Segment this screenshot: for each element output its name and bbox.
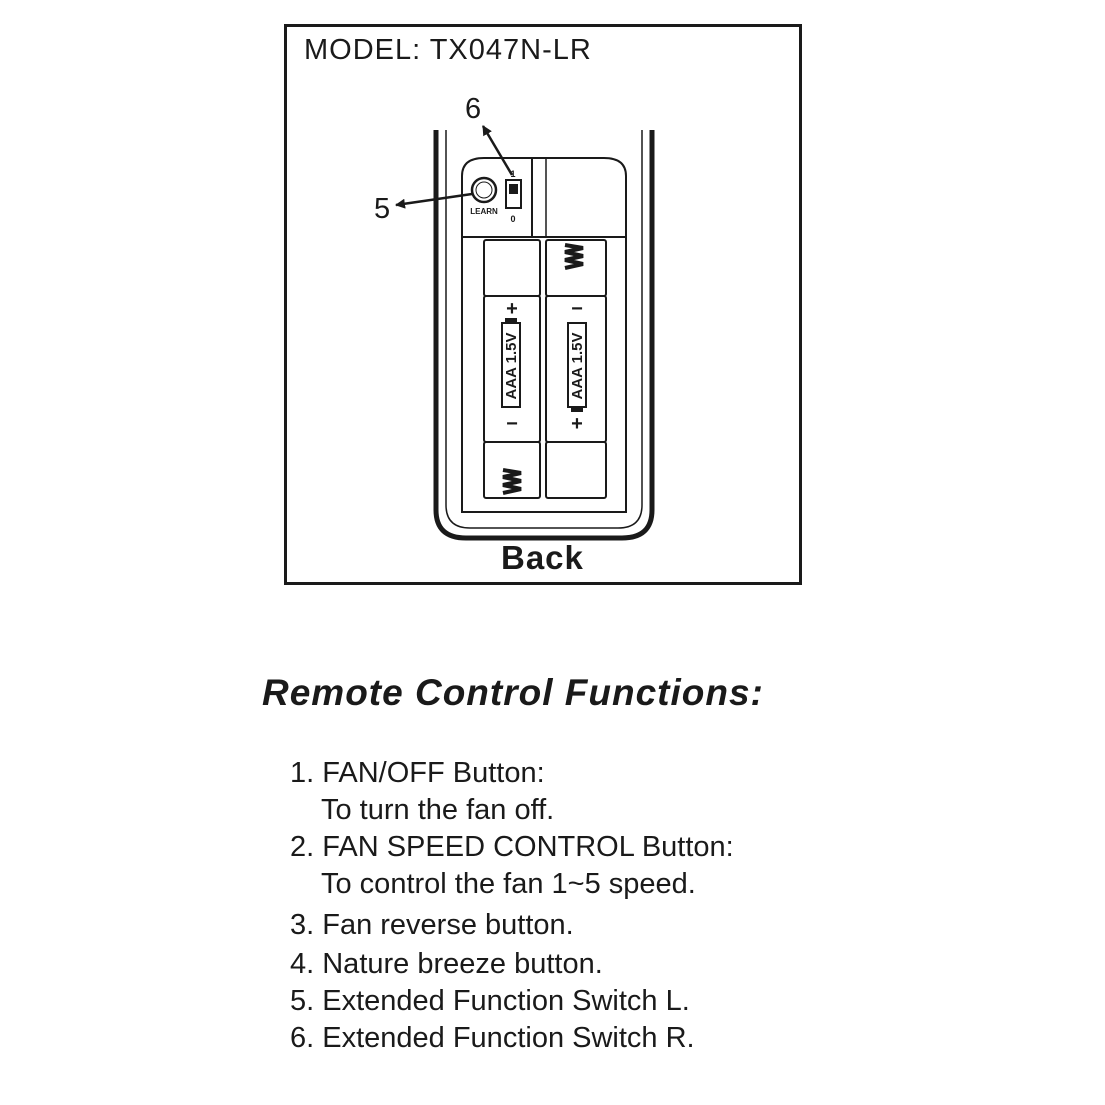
battery-right-minus: −	[571, 298, 583, 320]
list-item: 2. FAN SPEED CONTROL Button: To control …	[290, 829, 734, 903]
list-item: 6. Extended Function Switch R.	[290, 1020, 734, 1057]
battery-left-label: AAA 1.5V	[503, 333, 520, 400]
function-item-1: 1. FAN/OFF Button:	[290, 757, 545, 789]
spring-icon	[564, 243, 584, 270]
switch-label-off: 0	[510, 214, 515, 224]
remote-body-inner	[445, 130, 643, 529]
battery-left: AAA 1.5V + −	[501, 298, 521, 435]
function-item-1-desc: To turn the fan off.	[321, 794, 555, 826]
view-label: Back	[501, 539, 584, 576]
function-item-6: 6. Extended Function Switch R.	[290, 1022, 695, 1054]
list-item: 4. Nature breeze button.	[290, 946, 734, 983]
list-item: 5. Extended Function Switch L.	[290, 983, 734, 1020]
diagram-frame	[284, 24, 802, 585]
list-item: 1. FAN/OFF Button: To turn the fan off.	[290, 755, 734, 829]
spring-icon	[502, 468, 522, 495]
function-item-5: 5. Extended Function Switch L.	[290, 985, 690, 1017]
battery-left-minus: −	[506, 413, 518, 435]
battery-left-plus: +	[506, 298, 518, 320]
functions-title: Remote Control Functions:	[262, 672, 764, 713]
callout-5: 5	[374, 193, 390, 225]
battery-slot-left	[483, 239, 541, 499]
remote-body-outer	[433, 130, 655, 541]
function-item-2-desc: To control the fan 1~5 speed.	[321, 868, 696, 900]
switch-label-on: 1	[510, 169, 515, 179]
battery-right-plus: +	[571, 413, 583, 435]
function-item-3: 3. Fan reverse button.	[290, 909, 574, 941]
remote-back-illustration: LEARN 1 0 AAA 1.5V + − AAA 1.5V − + 6 5	[374, 93, 655, 541]
callout-arrow-5	[395, 192, 473, 209]
function-list: 1. FAN/OFF Button: To turn the fan off. …	[290, 755, 734, 1057]
callout-arrow-6	[481, 125, 514, 176]
function-item-4: 4. Nature breeze button.	[290, 948, 603, 980]
model-label: MODEL: TX047N-LR	[304, 34, 592, 66]
battery-right-label: AAA 1.5V	[569, 333, 586, 400]
battery-right: AAA 1.5V − +	[567, 298, 587, 435]
learn-label: LEARN	[470, 207, 498, 216]
callout-6: 6	[465, 93, 481, 125]
function-item-2: 2. FAN SPEED CONTROL Button:	[290, 831, 734, 863]
list-item: 3. Fan reverse button.	[290, 907, 734, 944]
battery-slot-right	[545, 239, 607, 499]
battery-compartment	[461, 157, 627, 513]
